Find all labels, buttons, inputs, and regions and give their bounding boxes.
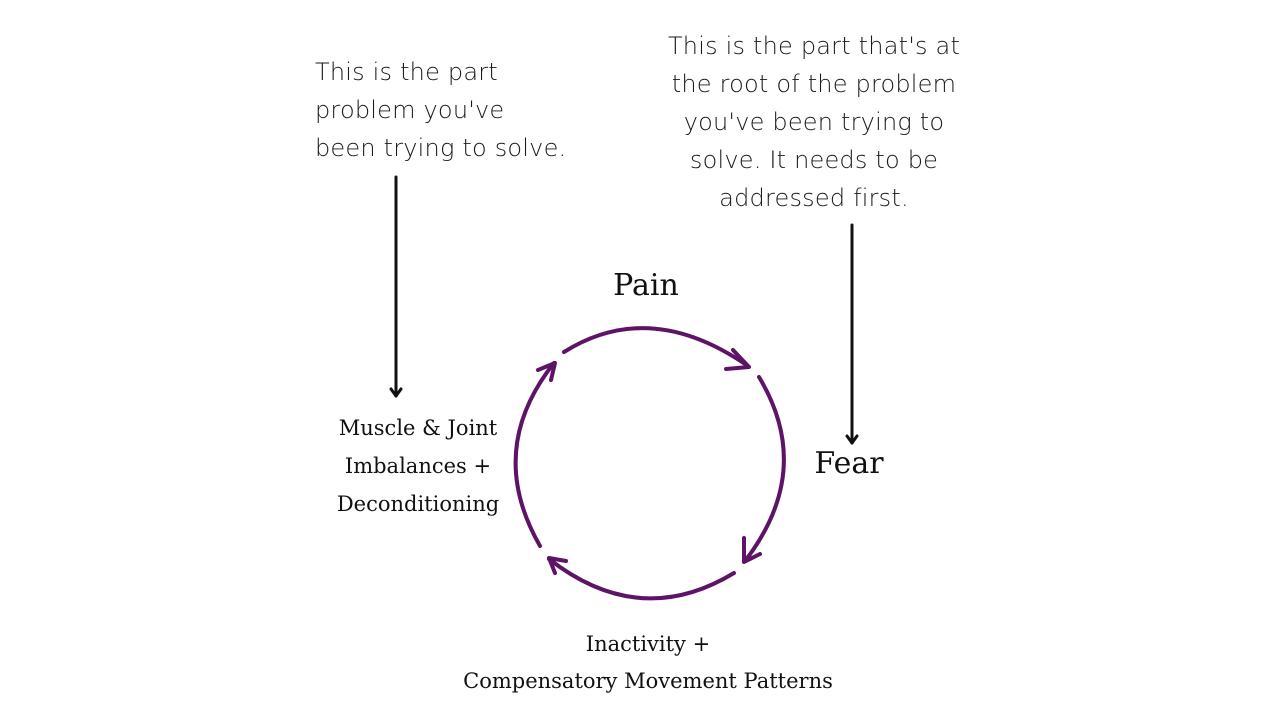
arc-fear-to-inactivity — [743, 375, 786, 563]
node-inactivity-label: Compensatory Movement Patterns — [463, 669, 833, 693]
cycle-arrow-pain-to-fear — [562, 326, 751, 371]
annotation-left-line: problem you've — [315, 96, 505, 124]
node-inactivity-label: Inactivity + — [585, 632, 711, 656]
arrowhead-icon — [389, 387, 403, 398]
node-pain-label: Pain — [613, 268, 679, 303]
annotation-left-line: been trying to solve. — [315, 134, 567, 162]
pointer-left-note-to-muscle — [389, 175, 403, 398]
arrowhead-icon — [845, 434, 859, 445]
annotation-left-line: This is the part — [315, 58, 498, 86]
annotation-left-note: This is the part problem you've been try… — [315, 53, 566, 167]
arc-muscle-to-pain — [513, 361, 556, 548]
node-muscle-label: Muscle & Joint — [338, 416, 498, 440]
annotation-right-line: the root of the problem — [671, 70, 957, 98]
arrowhead-icon — [547, 556, 568, 575]
pointer-right-note-to-fear — [845, 223, 859, 445]
arc-inactivity-to-muscle — [547, 557, 736, 601]
cycle-arrow-muscle-to-pain — [513, 361, 557, 548]
arrowhead-icon — [536, 361, 557, 382]
node-inactivity: Inactivity + Compensatory Movement Patte… — [440, 626, 856, 700]
annotation-right-line: addressed first. — [719, 184, 909, 212]
node-pain: Pain — [595, 266, 697, 306]
node-fear-label: Fear — [814, 446, 884, 481]
annotation-right-line: you've been trying to — [683, 108, 945, 136]
annotation-right-line: This is the part that's at — [667, 32, 961, 60]
annotation-right-note: This is the part that's at the root of t… — [656, 27, 972, 217]
node-muscle-label: Imbalances + — [344, 454, 492, 478]
arrowhead-icon — [742, 536, 762, 564]
arc-pain-to-fear — [562, 326, 750, 368]
node-fear: Fear — [808, 444, 890, 484]
cycle-arrow-fear-to-inactivity — [742, 375, 786, 564]
annotation-right-line: solve. It needs to be — [689, 146, 939, 174]
cycle-arrow-inactivity-to-muscle — [547, 556, 736, 601]
node-muscle-joint: Muscle & Joint Imbalances + Deconditioni… — [318, 409, 518, 523]
arrowhead-icon — [724, 348, 751, 371]
node-muscle-label: Deconditioning — [336, 492, 500, 516]
